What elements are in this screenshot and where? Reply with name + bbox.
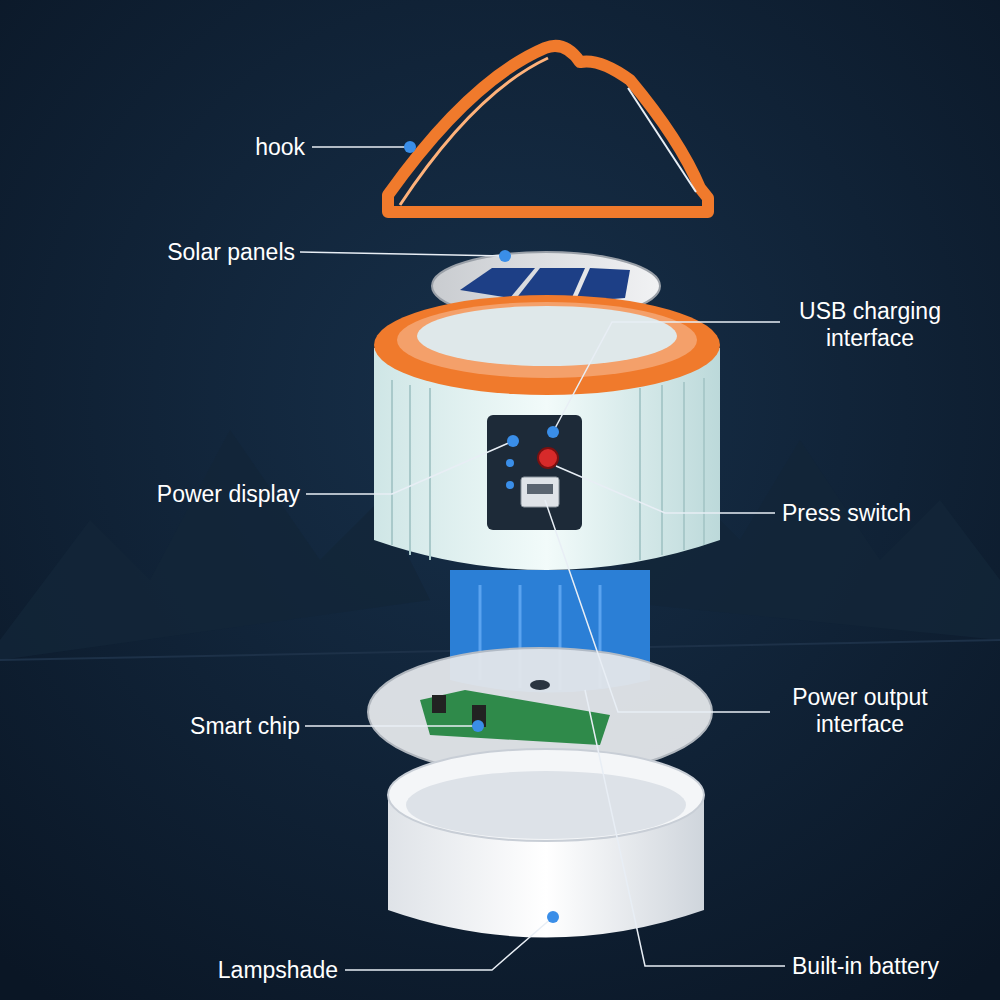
top-recess: [417, 306, 677, 366]
ring-inner: [397, 302, 697, 378]
usb-port: [521, 477, 559, 507]
pcb-hole: [530, 680, 550, 690]
leader-dots: [404, 141, 559, 923]
smart-chip-board: [420, 690, 610, 745]
hook: [388, 46, 708, 212]
part-label: Power display: [100, 481, 300, 508]
leader-lines: [300, 147, 785, 970]
chip-component: [432, 695, 446, 713]
mountain-silhouette: [0, 430, 430, 660]
usb-port-slot: [527, 484, 553, 494]
part-label: Smart chip: [130, 713, 300, 740]
press-switch: [538, 448, 558, 468]
part-label: USB charging interface: [780, 298, 960, 352]
part-label: Lampshade: [158, 957, 338, 984]
control-panel: [487, 415, 582, 530]
hook-highlight: [400, 58, 548, 205]
part-label: hook: [185, 134, 305, 161]
part-label: Built-in battery: [792, 953, 992, 980]
lampshade-rim: [388, 749, 704, 841]
orange-ring: [374, 295, 720, 395]
part-label: Press switch: [782, 500, 982, 527]
part-label: Solar panels: [95, 239, 295, 266]
hook-string: [628, 88, 696, 192]
power-led: [506, 459, 514, 467]
part-label: Power output interface: [770, 684, 950, 738]
power-led: [506, 481, 514, 489]
lampshade-inner: [406, 771, 686, 839]
power-led: [508, 436, 518, 446]
body-ribs: [392, 378, 704, 560]
